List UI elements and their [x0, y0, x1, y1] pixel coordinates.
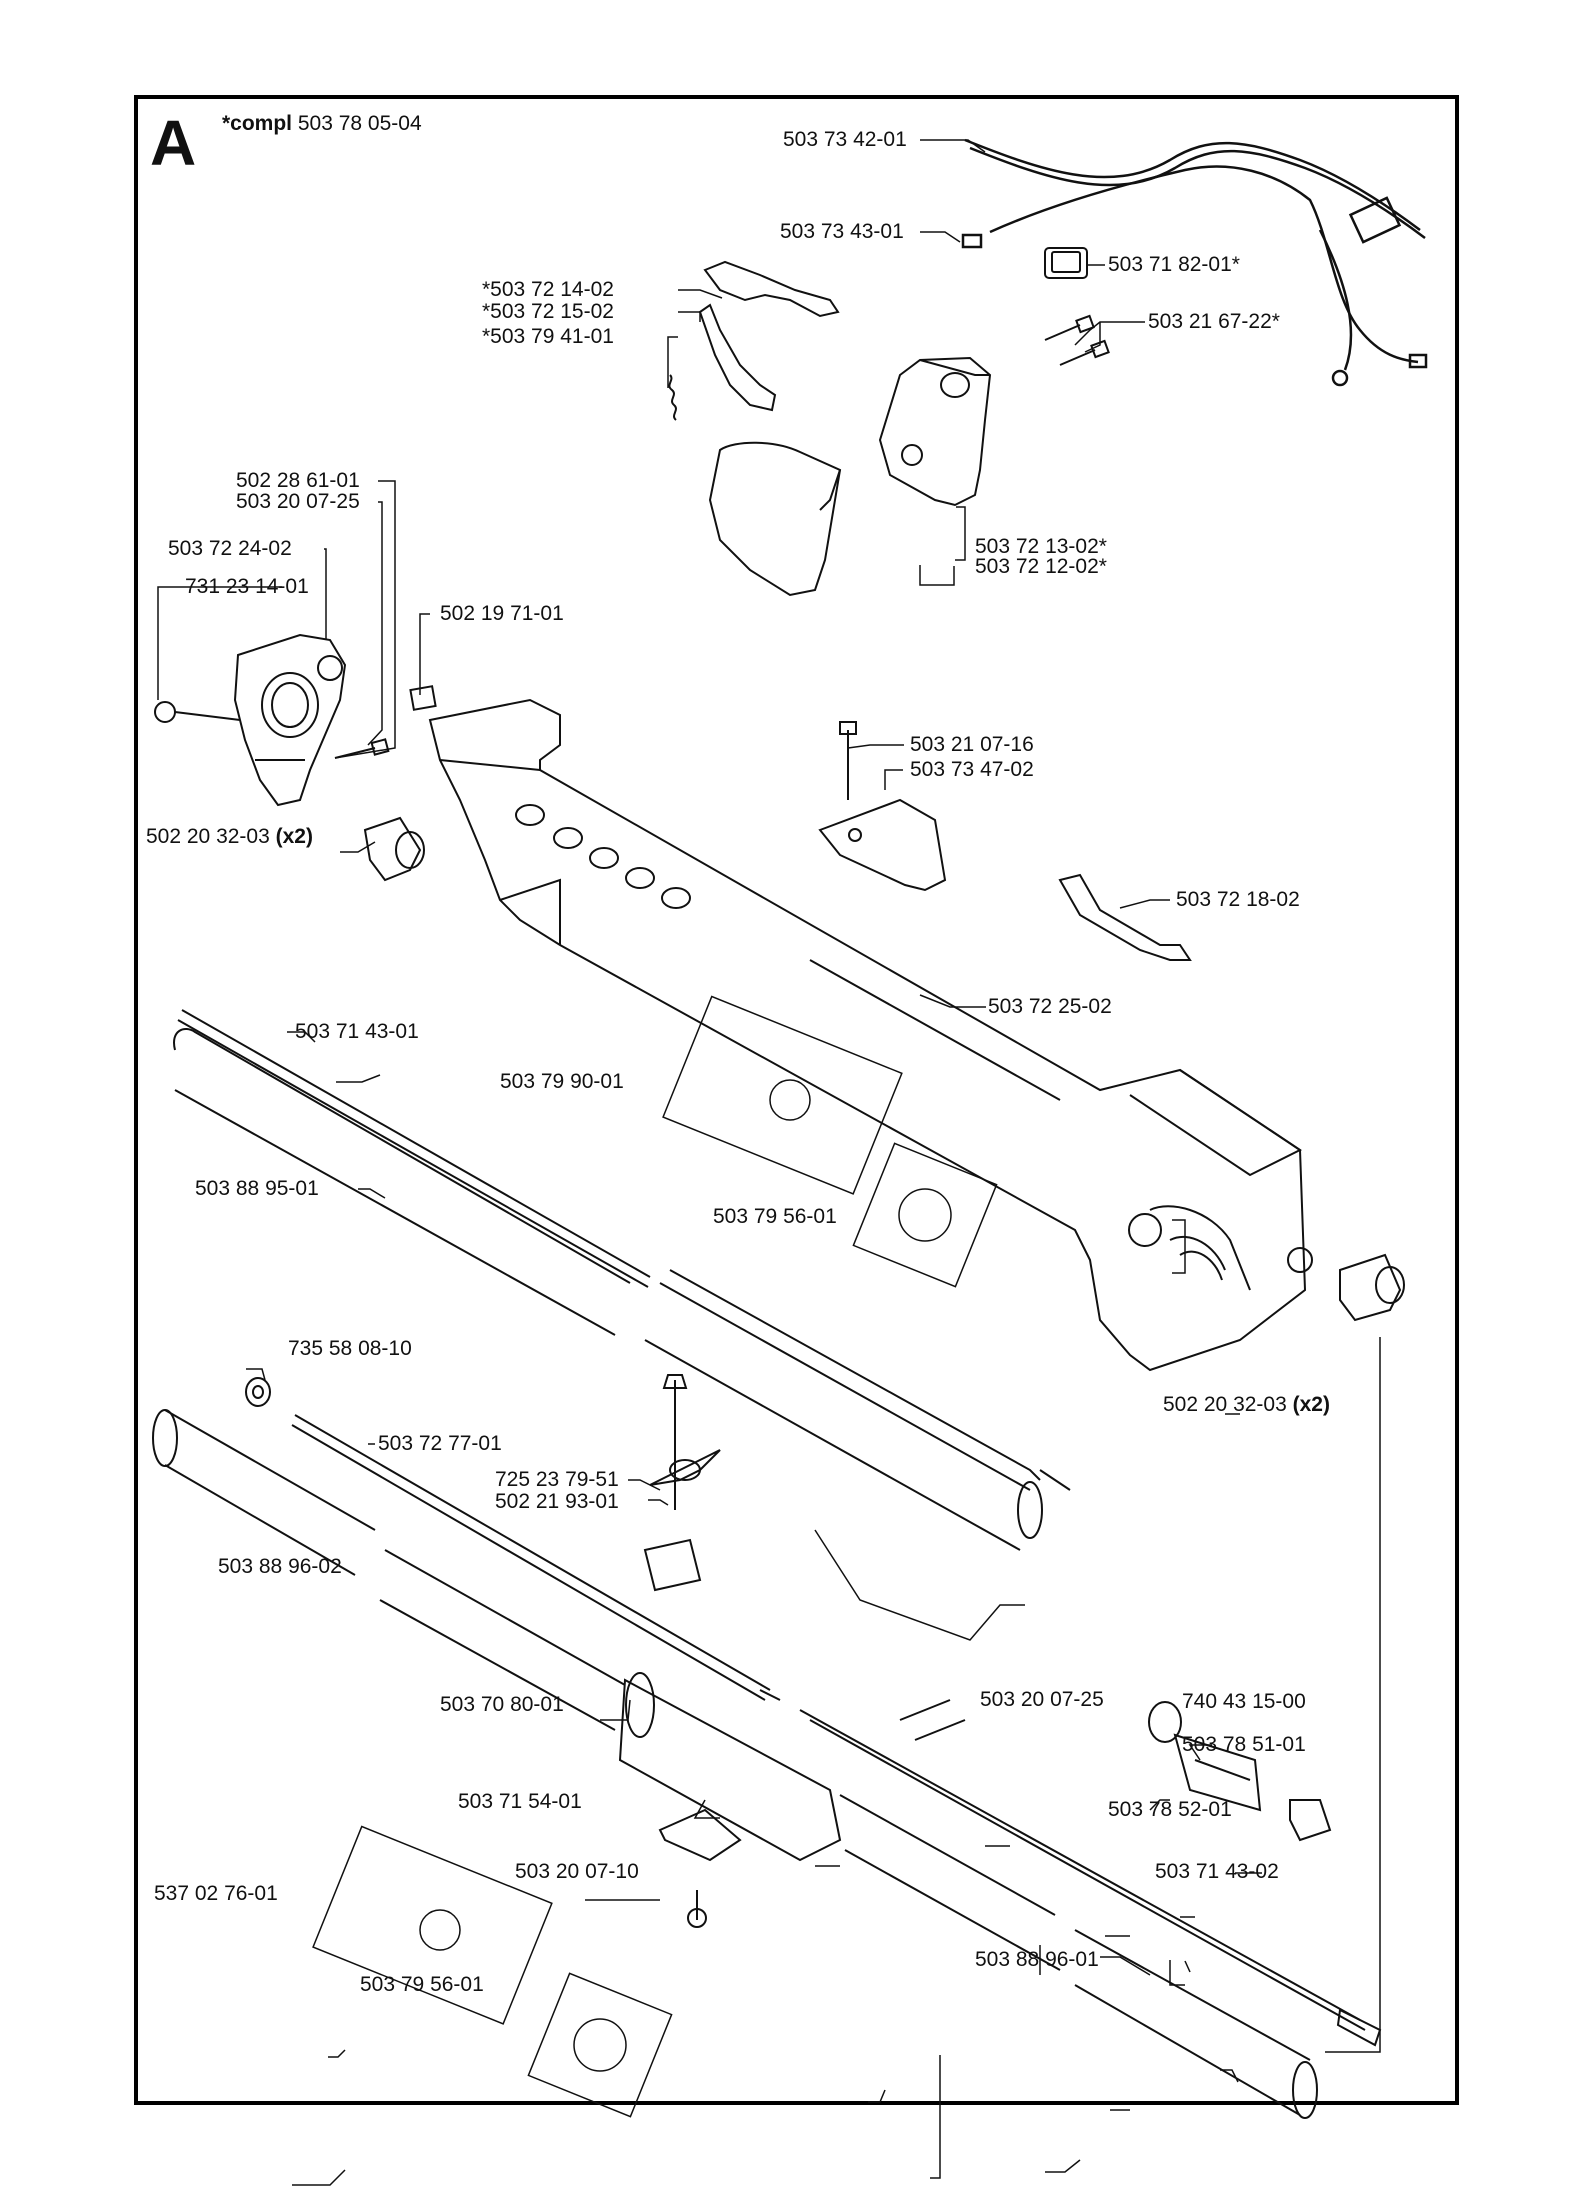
part-label: 503 78 52-01	[1108, 1798, 1232, 1821]
handle-housing	[708, 356, 992, 597]
part-label: 503 88 95-01	[195, 1177, 319, 1200]
part-label: 503 72 77-01	[378, 1432, 502, 1455]
part-label: 502 21 93-01	[495, 1490, 619, 1513]
part-number: 502 20 32-03	[146, 825, 270, 848]
part-label: 503 71 54-01	[458, 1790, 582, 1813]
part-label: 740 43 15-00	[1182, 1690, 1306, 1713]
part-quantity: (x2)	[1292, 1393, 1330, 1416]
part-label: 731 23 14-01	[185, 575, 309, 598]
part-label: 503 20 07-25	[980, 1688, 1104, 1711]
cable-guide	[818, 798, 947, 892]
nut	[409, 685, 437, 711]
part-number: 502 20 32-03	[1163, 1393, 1287, 1416]
part-label: 503 79 90-01	[500, 1070, 624, 1093]
part-label: 503 72 25-02	[988, 995, 1112, 1018]
part-label: *503 72 14-02	[482, 278, 614, 301]
part-label: 503 71 82-01*	[1108, 253, 1240, 276]
part-label: 503 73 43-01	[780, 220, 904, 243]
decals	[312, 995, 998, 2118]
lower-tube	[152, 1409, 1382, 2119]
part-label: 503 72 18-02	[1176, 888, 1300, 911]
part-label: 503 73 42-01	[783, 128, 907, 151]
compl-prefix: *compl	[222, 112, 293, 135]
small-parts	[245, 1377, 702, 1592]
part-label: 503 79 56-01	[713, 1205, 837, 1228]
part-label: 503 78 51-01	[1182, 1733, 1306, 1756]
section-letter: A	[150, 107, 197, 179]
leader-lines	[157, 139, 1381, 2186]
part-label-with-quantity: 502 20 32-03 (x2)	[146, 825, 313, 849]
part-label: 503 88 96-01	[975, 1948, 1099, 1971]
part-label: 503 79 56-01	[360, 1973, 484, 1996]
main-housing	[428, 698, 1313, 1372]
part-label: 503 71 43-01	[295, 1020, 419, 1043]
part-label: 503 20 07-25	[236, 490, 360, 513]
end-caps	[363, 816, 1405, 1322]
part-label: 735 58 08-10	[288, 1337, 412, 1360]
part-label: 503 73 47-02	[910, 758, 1034, 781]
part-label: 503 72 13-02*	[975, 535, 1107, 558]
part-label: 503 70 80-01	[440, 1693, 564, 1716]
compl-number: 503 78 05-04	[297, 112, 422, 135]
part-label: 503 88 96-02	[218, 1555, 342, 1578]
throttle-trigger	[668, 260, 840, 421]
screws	[334, 314, 1110, 1928]
part-label: 725 23 79-51	[495, 1468, 619, 1491]
cable-clip	[1058, 873, 1192, 961]
bearing-parts	[1148, 1701, 1332, 1842]
handle-bracket	[154, 633, 347, 807]
part-label-with-quantity: 502 20 32-03 (x2)	[1163, 1393, 1330, 1417]
part-quantity: (x2)	[275, 825, 313, 848]
upper-tube	[173, 1009, 1071, 1551]
part-label: 503 21 07-16	[910, 733, 1034, 756]
cable-harness	[961, 138, 1428, 387]
part-label: 502 19 71-01	[440, 602, 564, 625]
part-label: 502 28 61-01	[236, 469, 360, 492]
part-label: 537 02 76-01	[154, 1882, 278, 1905]
part-label: *503 72 15-02	[482, 300, 614, 323]
diagram-frame	[134, 95, 1459, 2105]
part-label: 503 71 43-02	[1155, 1860, 1279, 1883]
part-label: 503 72 24-02	[168, 537, 292, 560]
part-label: 503 20 07-10	[515, 1860, 639, 1883]
part-label: 503 21 67-22*	[1148, 310, 1280, 333]
switch	[1044, 247, 1088, 279]
complete-assembly-label: *compl 503 78 05-04	[222, 112, 422, 136]
part-label: *503 79 41-01	[482, 325, 614, 348]
part-label: 503 72 12-02*	[975, 555, 1107, 578]
